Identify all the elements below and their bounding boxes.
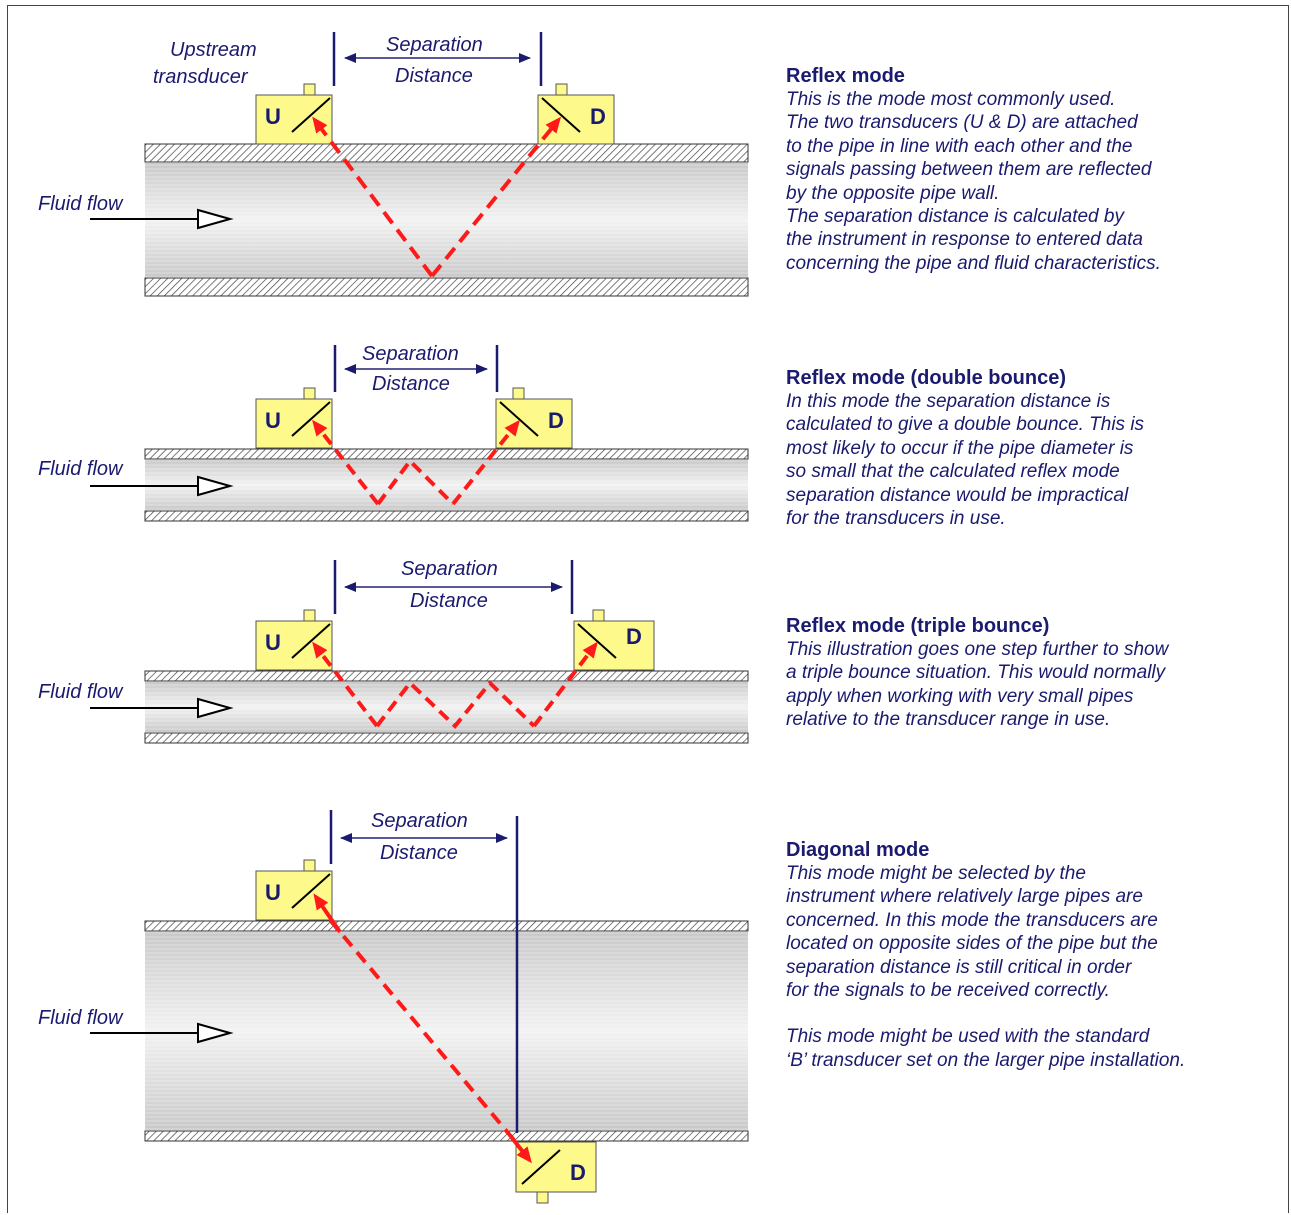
downstream-letter: D xyxy=(570,1160,586,1185)
signal-path xyxy=(430,116,562,278)
pipe-wall-top xyxy=(144,448,749,460)
downstream-transducer-connector xyxy=(555,83,568,96)
downstream-letter: D xyxy=(590,104,606,129)
section-body: This mode might be selected by the instr… xyxy=(786,863,1158,1002)
page-frame xyxy=(7,5,1289,1213)
upstream-letter: U xyxy=(265,104,281,129)
section-body: In this mode the separation distance is … xyxy=(786,391,1145,530)
upstream-transducer xyxy=(255,94,333,145)
section-title: Diagonal mode xyxy=(786,839,930,861)
pipe-wall-top xyxy=(144,143,749,163)
separation-label: Separation xyxy=(371,810,468,832)
fluid-flow-label: Fluid flow xyxy=(38,458,124,480)
fluid-flow-label: Fluid flow xyxy=(38,1007,124,1029)
upstream-label-2: transducer xyxy=(153,66,249,88)
upstream-letter: U xyxy=(265,630,281,655)
separation-label: Separation xyxy=(401,558,498,580)
upstream-transducer-connector xyxy=(303,83,316,96)
diagram-reflex: U D Separation Distance Upstream transdu… xyxy=(38,32,749,297)
signal-path xyxy=(328,918,516,1142)
section-body-2: This mode might be used with the standar… xyxy=(786,1026,1186,1071)
pipe-wall-top xyxy=(144,670,749,682)
pipe-wall-bottom xyxy=(144,510,749,522)
diagram-triple-bounce: U D Separation Distance Fluid flow xyxy=(38,558,749,744)
upstream-label: Upstream xyxy=(170,39,257,61)
signal-path xyxy=(375,680,536,729)
upstream-letter: U xyxy=(265,408,281,433)
distance-label: Distance xyxy=(380,842,458,864)
distance-label: Distance xyxy=(372,373,450,395)
pipe-wall-bottom xyxy=(144,1130,749,1142)
section-title: Reflex mode (double bounce) xyxy=(786,367,1067,389)
downstream-letter: D xyxy=(626,624,642,649)
section-title: Reflex mode (triple bounce) xyxy=(786,615,1050,637)
fluid-flow-label: Fluid flow xyxy=(38,681,124,703)
pipe-wall-bottom xyxy=(144,277,749,297)
signal-path xyxy=(312,116,434,278)
upstream-letter: U xyxy=(265,880,281,905)
separation-label: Separation xyxy=(362,343,459,365)
distance-label: Distance xyxy=(395,65,473,87)
section-triple-bounce: Reflex mode (triple bounce) This illustr… xyxy=(786,614,1286,732)
diagram-diagonal: U D Separation Distance Fluid flow xyxy=(38,810,749,1204)
distance-label: Distance xyxy=(410,590,488,612)
section-title: Reflex mode xyxy=(786,65,905,87)
downstream-letter: D xyxy=(548,408,564,433)
diagram-double-bounce: U D Separation Distance Fluid flow xyxy=(38,343,749,522)
section-double-bounce: Reflex mode (double bounce) In this mode… xyxy=(786,366,1286,530)
section-body: This illustration goes one step further … xyxy=(786,639,1169,731)
pipe-wall-top xyxy=(144,920,749,932)
fluid-flow-label: Fluid flow xyxy=(38,193,124,215)
section-reflex: Reflex mode This is the mode most common… xyxy=(786,64,1286,275)
section-body: This is the mode most commonly used. The… xyxy=(786,89,1161,274)
pipe-wall-bottom xyxy=(144,732,749,744)
downstream-transducer xyxy=(573,620,655,671)
section-diagonal: Diagonal mode This mode might be selecte… xyxy=(786,838,1286,1072)
separation-label: Separation xyxy=(386,34,483,56)
